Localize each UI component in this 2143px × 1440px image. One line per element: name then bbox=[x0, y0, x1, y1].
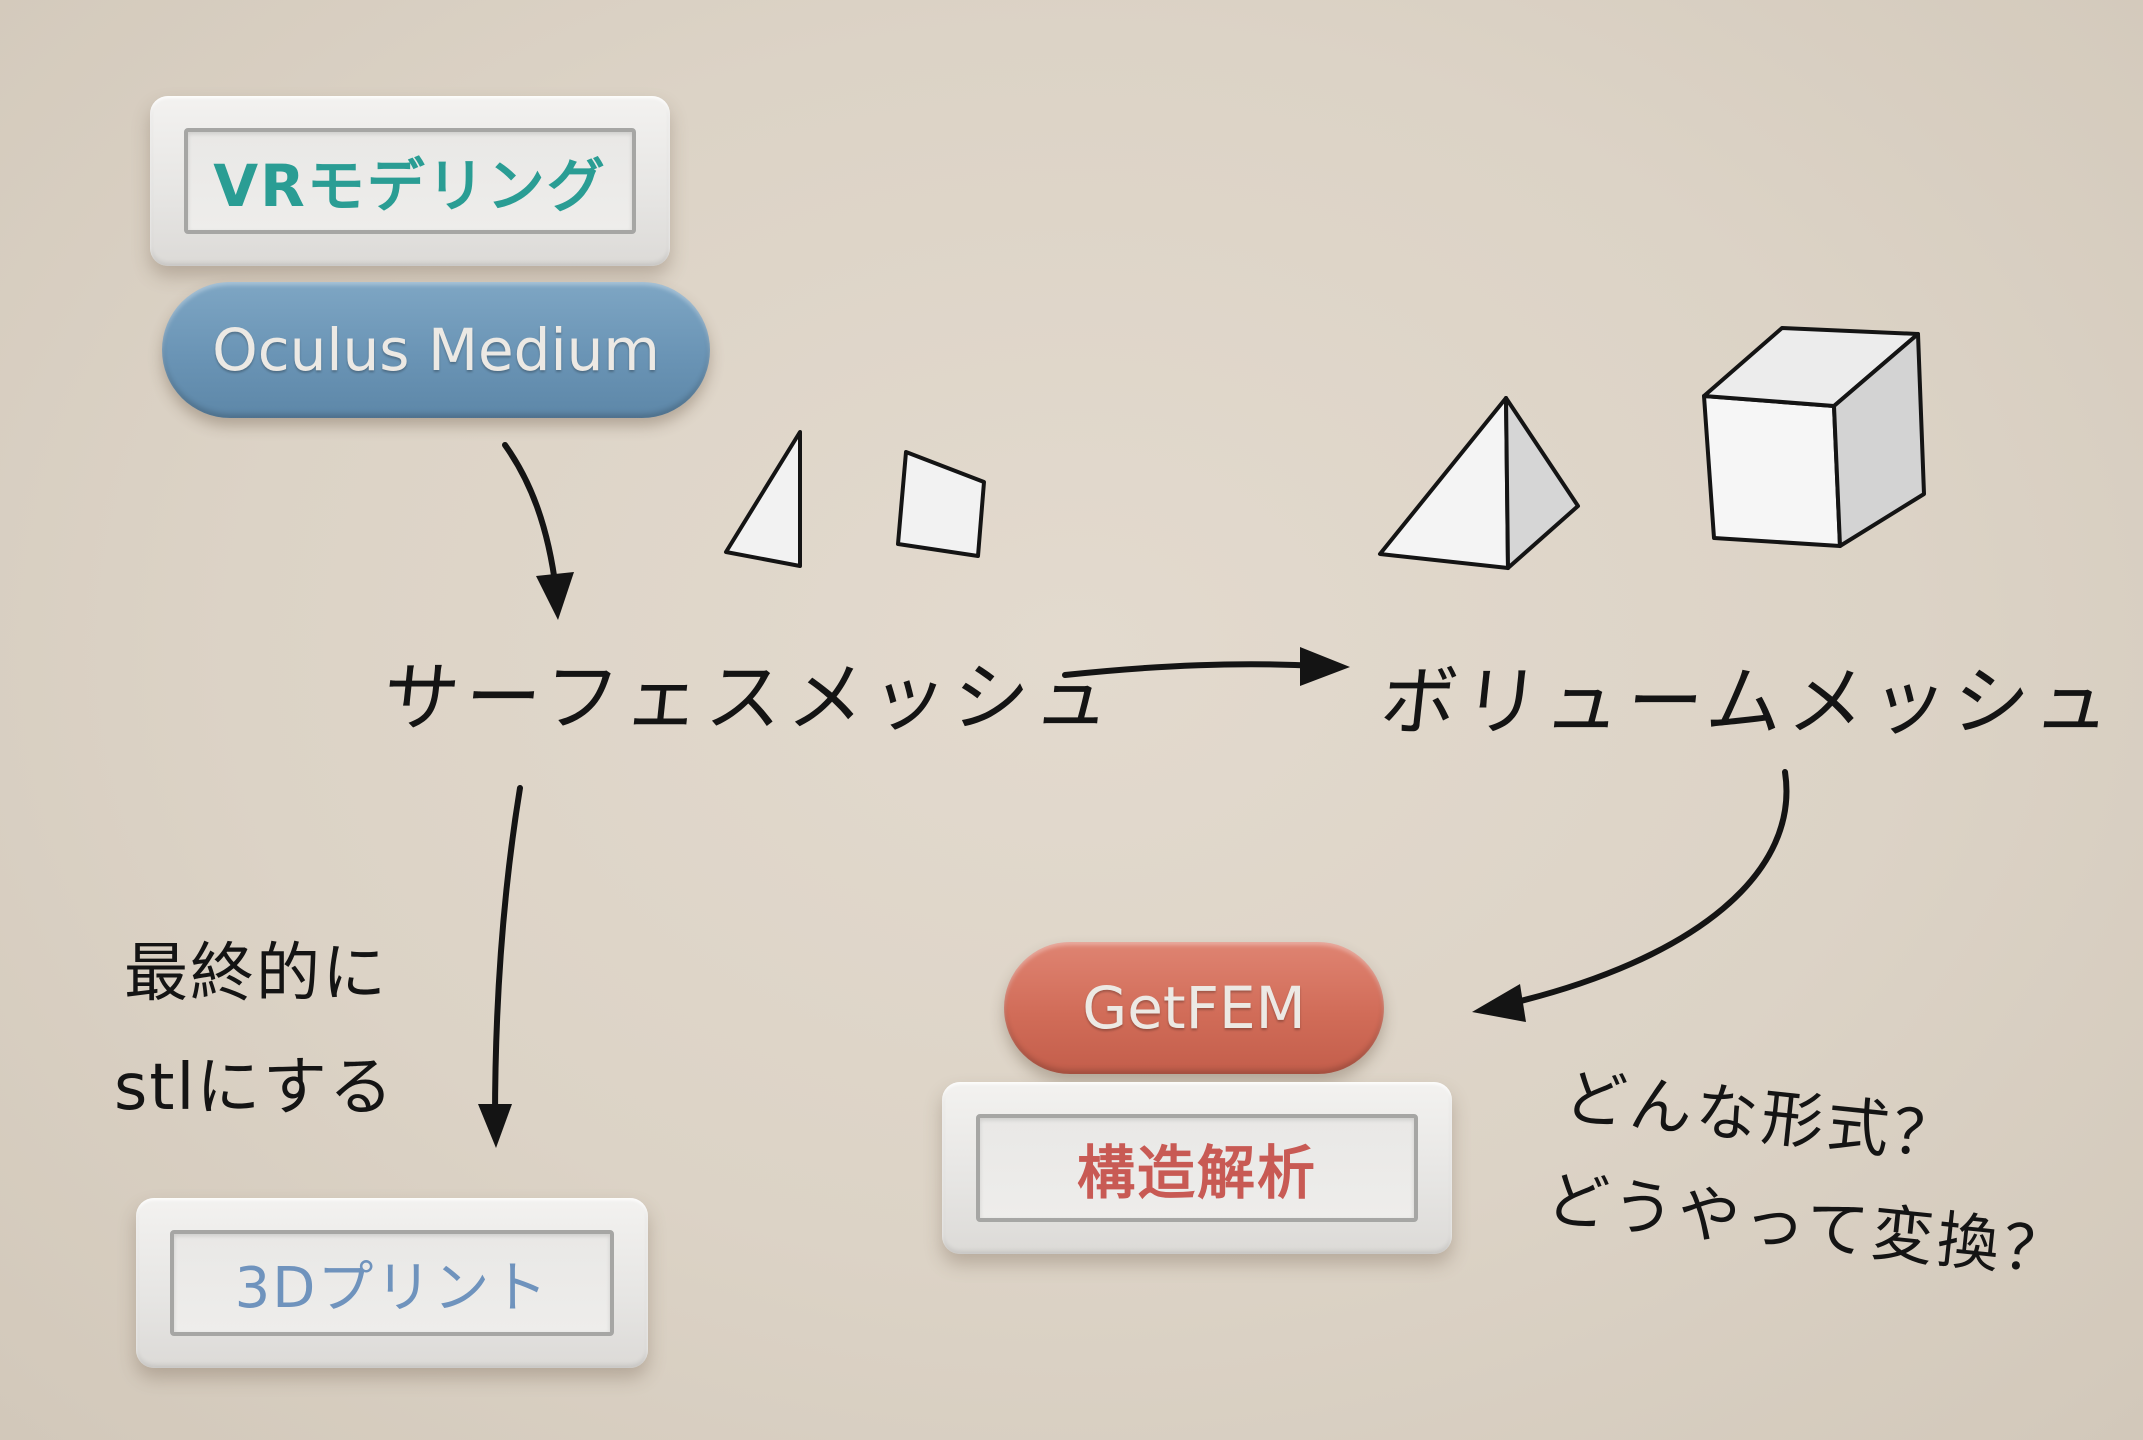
oculus-medium-label: Oculus Medium bbox=[212, 316, 660, 384]
print-3d-frame: 3Dプリント bbox=[170, 1230, 614, 1336]
arrow-surface-to-volume-head bbox=[1300, 647, 1350, 686]
print-3d-label: 3Dプリント bbox=[234, 1255, 550, 1321]
arrow-surface-to-print bbox=[492, 785, 523, 1123]
arrow-medium-to-surface-head bbox=[536, 572, 574, 620]
volume-mesh-label: ボリュームメッシュ bbox=[1376, 657, 2122, 746]
oculus-medium-pill: Oculus Medium bbox=[162, 282, 710, 418]
tetrahedron-icon bbox=[1378, 396, 1580, 570]
triangle-icon bbox=[724, 430, 802, 568]
structural-analysis-plaque: 構造解析 bbox=[942, 1082, 1452, 1254]
print-3d-plaque: 3Dプリント bbox=[136, 1198, 648, 1368]
vr-modeling-label: VRモデリング bbox=[213, 152, 607, 220]
structural-analysis-label: 構造解析 bbox=[1076, 1139, 1317, 1207]
final-stl-line2: stlにする bbox=[114, 1051, 395, 1125]
getfem-label: GetFEM bbox=[1082, 974, 1306, 1042]
arrow-medium-to-surface bbox=[502, 442, 559, 593]
arrow-volume-to-getfem bbox=[1497, 769, 1790, 1009]
cube-icon bbox=[1702, 326, 1926, 548]
arrow-surface-to-volume bbox=[1062, 661, 1323, 678]
arrow-volume-to-getfem-head bbox=[1472, 984, 1526, 1022]
quad-icon bbox=[896, 450, 986, 558]
vr-modeling-plaque: VRモデリング bbox=[150, 96, 670, 266]
final-stl-line1: 最終的に bbox=[124, 937, 388, 1011]
arrow-surface-to-print-head bbox=[478, 1104, 512, 1148]
vr-modeling-frame: VRモデリング bbox=[184, 128, 636, 234]
getfem-pill: GetFEM bbox=[1004, 942, 1384, 1074]
surface-mesh-label: サーフェスメッシュ bbox=[378, 653, 1122, 742]
structural-analysis-frame: 構造解析 bbox=[976, 1114, 1418, 1222]
